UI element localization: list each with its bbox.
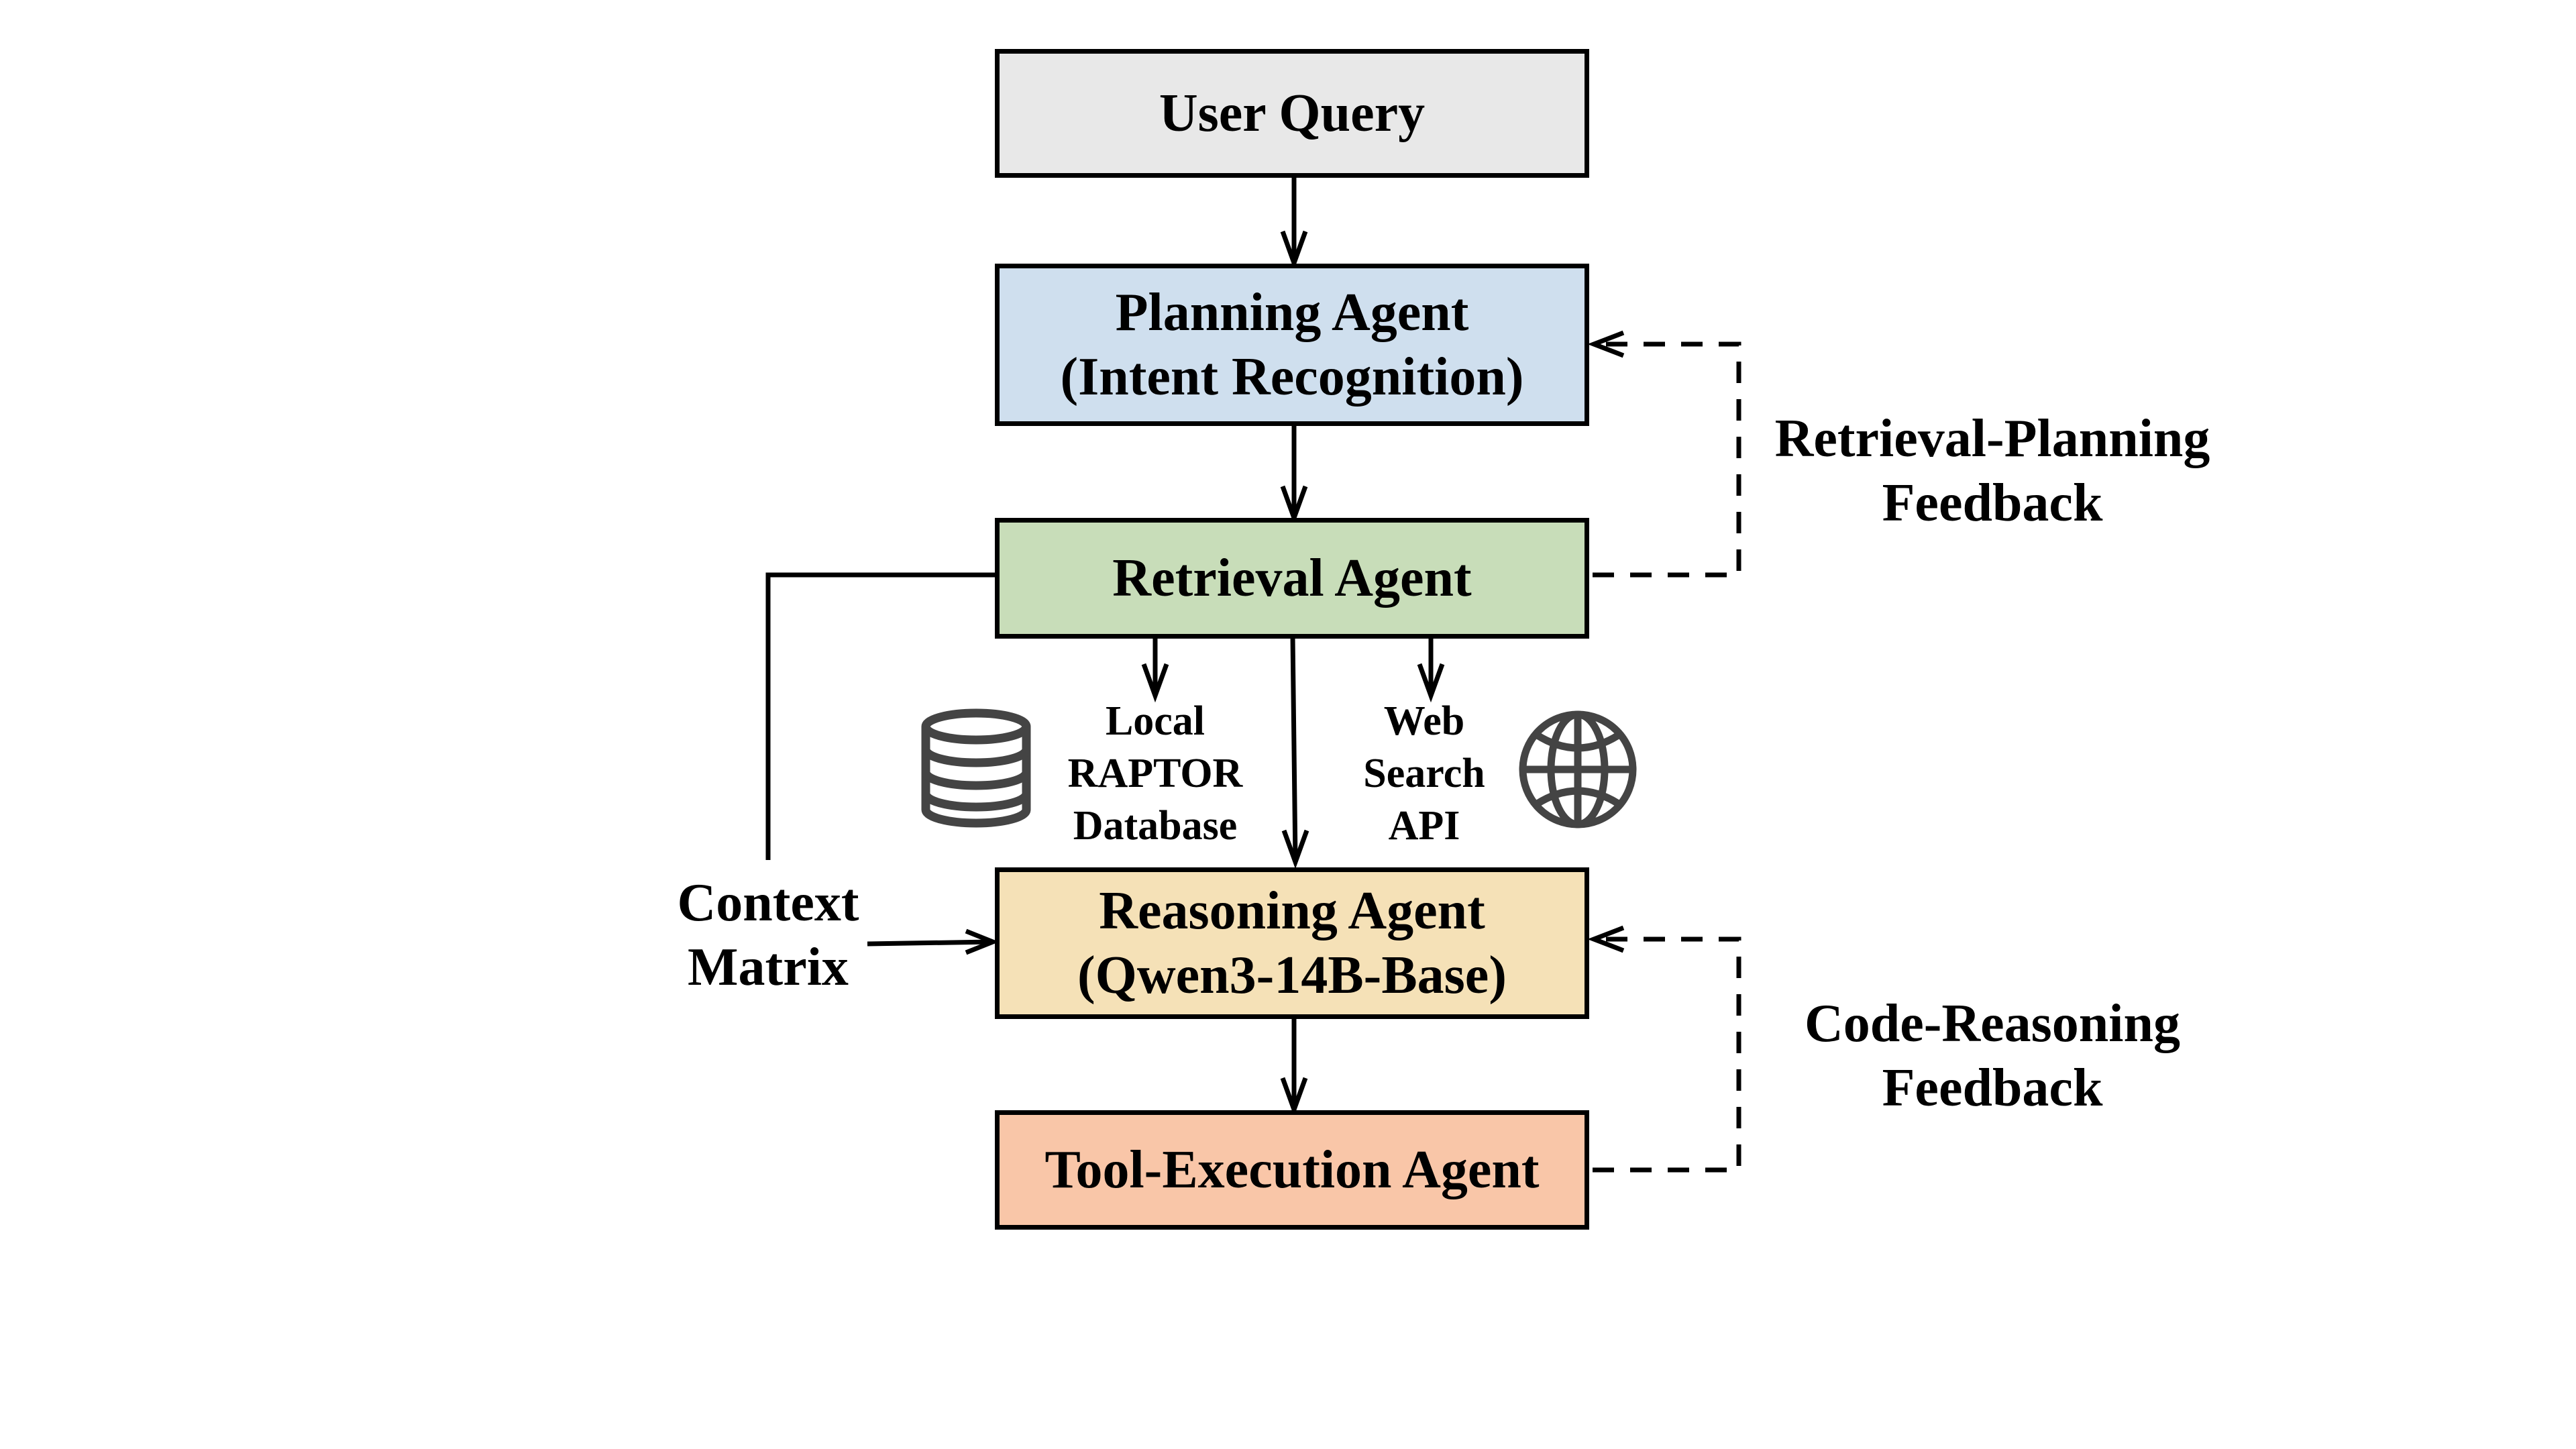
arrowhead-feedback-reasoning xyxy=(1587,925,1625,953)
retrieval-planning-feedback-line xyxy=(1593,341,1741,578)
code-reasoning-feedback-line xyxy=(1593,936,1741,1173)
reasoning-agent-title: Reasoning Agent xyxy=(1099,881,1485,941)
user-query-box: User Query xyxy=(995,49,1589,178)
code-reasoning-feedback-label: Code-Reasoning Feedback xyxy=(1758,991,2227,1120)
arrowhead-tool xyxy=(1280,1077,1308,1117)
reasoning-agent-subtitle: (Qwen3-14B-Base) xyxy=(1077,946,1507,1005)
arrowhead-context xyxy=(965,928,1000,955)
retrieval-agent-label: Retrieval Agent xyxy=(1112,549,1472,608)
web-search-api-label: Web Search API xyxy=(1324,695,1525,852)
local-db-line2: RAPTOR xyxy=(1067,751,1243,796)
reasoning-agent-box: Reasoning Agent (Qwen3-14B-Base) xyxy=(995,867,1589,1019)
arrowhead-web xyxy=(1417,663,1445,703)
retrieval-agent-box: Retrieval Agent xyxy=(995,518,1589,639)
context-matrix-line2: Matrix xyxy=(688,938,849,997)
arrow-context-to-reasoning xyxy=(867,939,992,947)
context-matrix-label: Context Matrix xyxy=(644,871,892,1000)
cr-feedback-line1: Code-Reasoning xyxy=(1804,994,2181,1053)
rp-feedback-line1: Retrieval-Planning xyxy=(1774,409,2210,468)
context-matrix-line1: Context xyxy=(677,873,859,932)
cr-feedback-line2: Feedback xyxy=(1882,1059,2103,1118)
arrowhead-reasoning-top xyxy=(1281,829,1309,869)
planning-agent-title: Planning Agent xyxy=(1115,283,1469,342)
retrieval-planning-feedback-label: Retrieval-Planning Feedback xyxy=(1758,407,2227,535)
user-query-label: User Query xyxy=(1159,84,1426,143)
rp-feedback-line2: Feedback xyxy=(1882,474,2103,533)
database-icon xyxy=(921,708,1031,828)
context-matrix-line xyxy=(765,572,998,860)
planning-agent-subtitle: (Intent Recognition) xyxy=(1060,347,1524,407)
web-line3: API xyxy=(1388,803,1460,849)
arrowhead-feedback-planning xyxy=(1587,330,1625,358)
web-line1: Web xyxy=(1383,698,1465,744)
web-line2: Search xyxy=(1363,751,1485,796)
arrowhead-local-db xyxy=(1141,663,1169,703)
local-db-line3: Database xyxy=(1073,803,1238,849)
globe-icon xyxy=(1519,710,1637,828)
arrow-retrieval-to-reasoning xyxy=(1290,635,1298,861)
arrowhead-planning xyxy=(1280,230,1308,270)
tool-execution-agent-box: Tool-Execution Agent xyxy=(995,1110,1589,1230)
tool-execution-agent-label: Tool-Execution Agent xyxy=(1044,1140,1540,1199)
local-raptor-database-label: Local RAPTOR Database xyxy=(1055,695,1256,852)
planning-agent-box: Planning Agent (Intent Recognition) xyxy=(995,264,1589,426)
local-db-line1: Local xyxy=(1105,698,1205,744)
